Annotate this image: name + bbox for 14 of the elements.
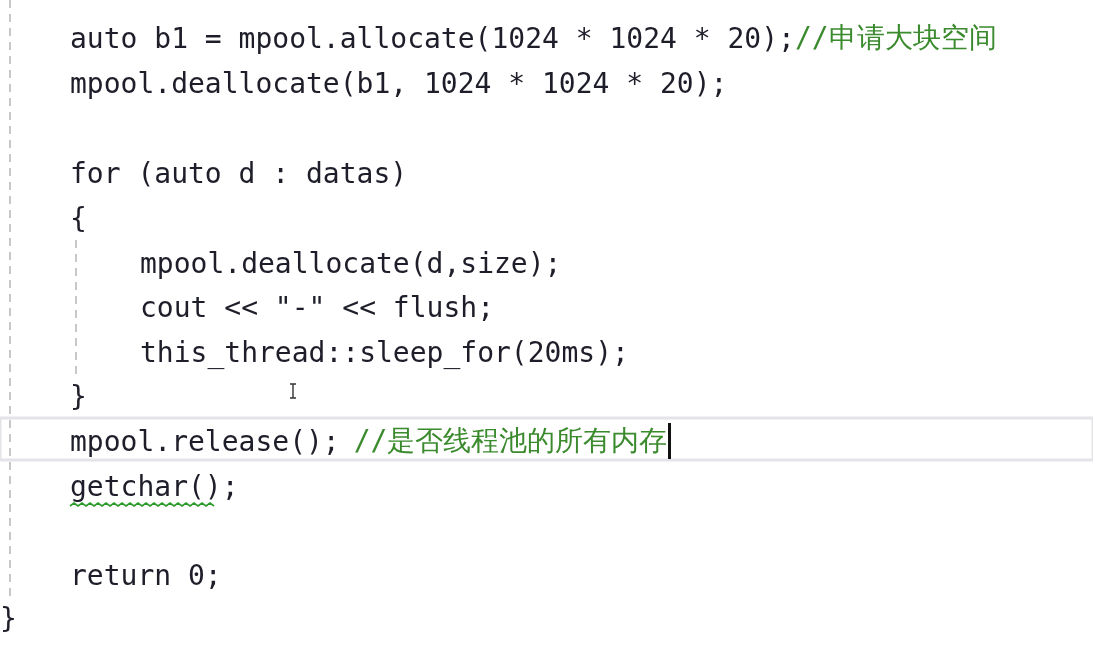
code-line: auto b1 = mpool.allocate(1024 * 1024 * 20); — [70, 21, 795, 55]
code-line: mpool.release(); — [70, 424, 340, 458]
code-line: for (auto d : datas) — [70, 156, 408, 190]
code-comment: //申请大块空间 — [794, 20, 997, 56]
code-line: mpool.deallocate(d,size); — [140, 246, 562, 280]
code-line: cout << "-" << flush; — [140, 290, 494, 324]
code-line: this_thread::sleep_for(20ms); — [140, 335, 629, 369]
code-comment: //是否线程池的所有内存 — [353, 423, 668, 459]
code-line: mpool.deallocate(b1, 1024 * 1024 * 20); — [70, 66, 728, 100]
code-line: { — [70, 201, 87, 235]
code-line: } — [0, 601, 17, 635]
code-line: getchar(); — [70, 469, 239, 503]
code-line: return 0; — [70, 558, 222, 592]
code-line: } — [70, 379, 87, 413]
